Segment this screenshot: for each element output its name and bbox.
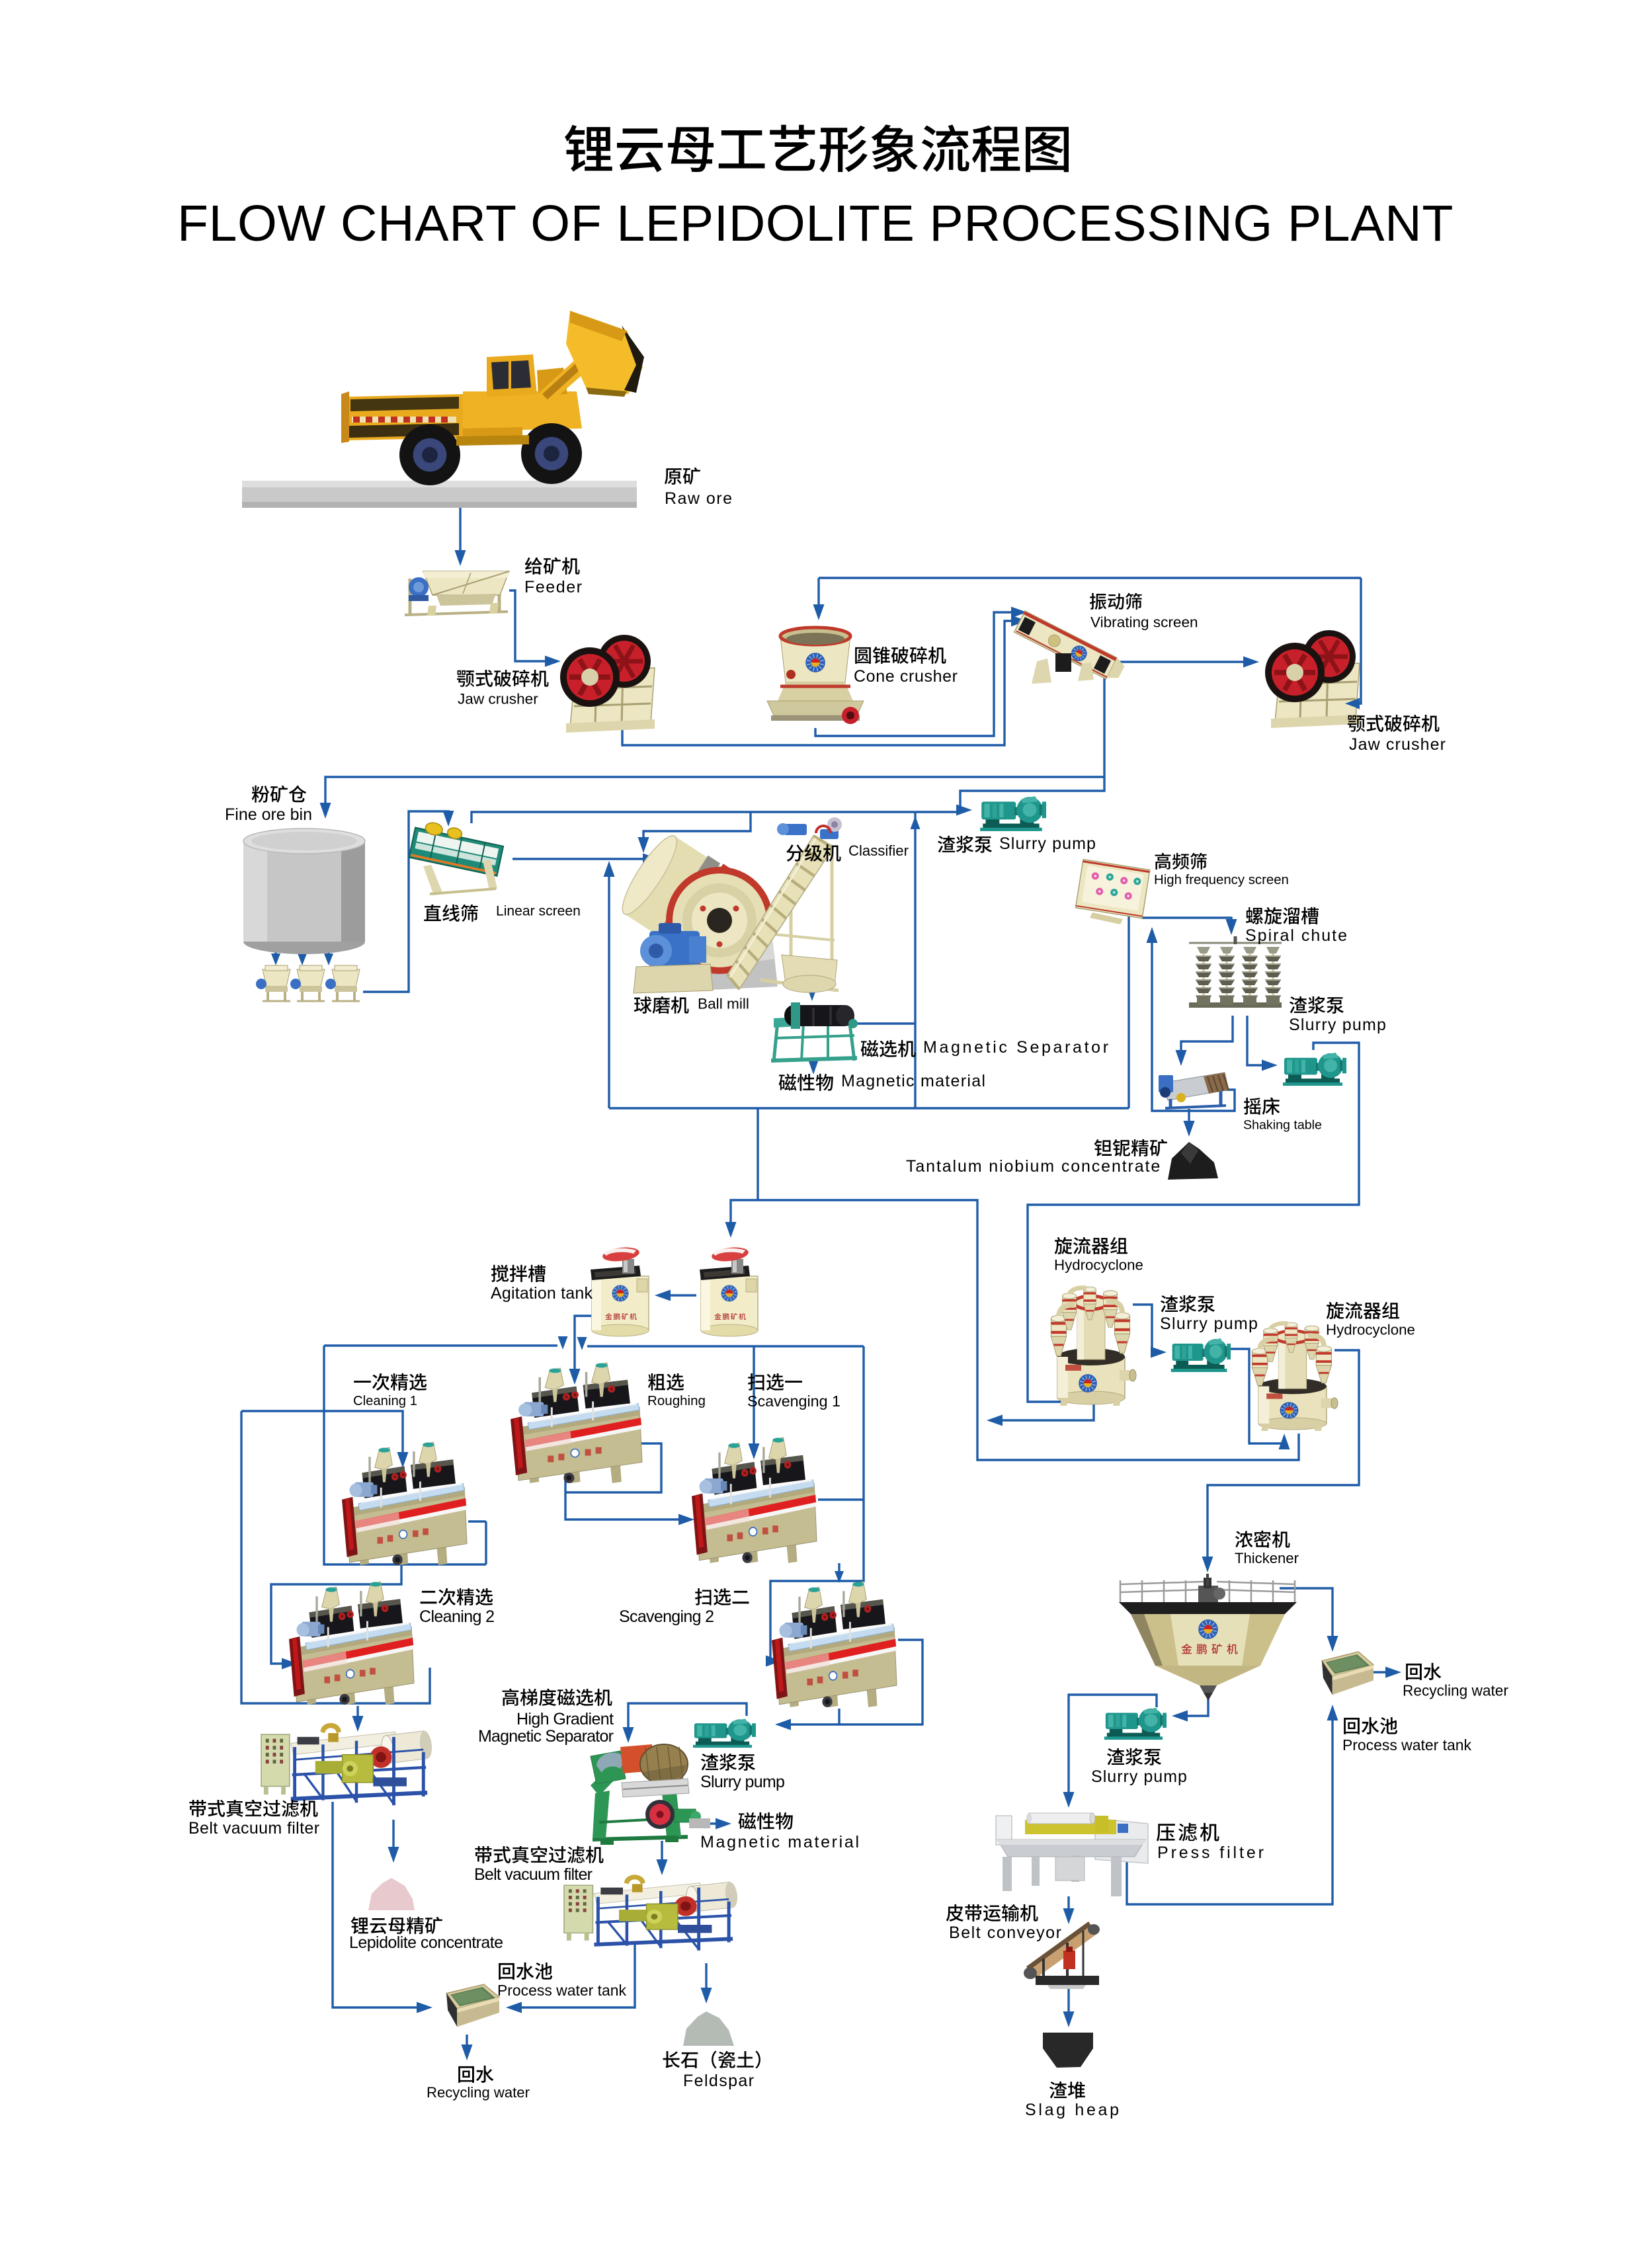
- svg-text:Jaw crusher: Jaw crusher: [1349, 735, 1446, 754]
- svg-text:Cleaning 2: Cleaning 2: [419, 1607, 494, 1626]
- svg-text:Agitation tank: Agitation tank: [491, 1284, 593, 1303]
- svg-text:Shaking table: Shaking table: [1243, 1118, 1322, 1133]
- svg-text:Slurry pump: Slurry pump: [1091, 1767, 1188, 1786]
- svg-text:Process water tank: Process water tank: [1342, 1736, 1471, 1754]
- svg-text:Hydrocyclone: Hydrocyclone: [1054, 1256, 1143, 1273]
- svg-text:Tantalum niobium concentrate: Tantalum niobium concentrate: [906, 1157, 1161, 1176]
- svg-text:Magnetic Separator: Magnetic Separator: [923, 1038, 1111, 1057]
- svg-text:Cone crusher: Cone crusher: [854, 667, 958, 686]
- svg-text:Slurry pump: Slurry pump: [1289, 1016, 1387, 1034]
- svg-text:Hydrocyclone: Hydrocyclone: [1326, 1321, 1415, 1338]
- svg-text:Magnetic material: Magnetic material: [700, 1833, 861, 1851]
- svg-text:Raw ore: Raw ore: [665, 489, 733, 508]
- svg-text:Magnetic Separator: Magnetic Separator: [478, 1727, 614, 1746]
- svg-text:FLOW CHART OF LEPIDOLITE PROCE: FLOW CHART OF LEPIDOLITE PROCESSING PLAN…: [177, 195, 1454, 252]
- svg-text:Press filter: Press filter: [1157, 1843, 1266, 1862]
- svg-text:Process water tank: Process water tank: [497, 1982, 626, 1999]
- svg-text:Feldspar: Feldspar: [683, 2072, 755, 2090]
- svg-text:Scavenging 2: Scavenging 2: [619, 1607, 714, 1626]
- svg-text:Cleaning 1: Cleaning 1: [353, 1394, 417, 1408]
- svg-text:Thickener: Thickener: [1235, 1550, 1299, 1566]
- svg-text:Recycling water: Recycling water: [1403, 1682, 1508, 1699]
- svg-text:Slurry pump: Slurry pump: [700, 1773, 784, 1791]
- svg-text:High Gradient: High Gradient: [516, 1710, 614, 1728]
- svg-text:Jaw crusher: Jaw crusher: [458, 691, 538, 708]
- svg-text:Lepidolite concentrate: Lepidolite concentrate: [349, 1933, 503, 1952]
- svg-text:Scavenging 1: Scavenging 1: [747, 1393, 840, 1410]
- svg-text:Vibrating screen: Vibrating screen: [1090, 614, 1198, 631]
- svg-text:Spiral chute: Spiral chute: [1245, 926, 1348, 945]
- svg-text:Feeder: Feeder: [524, 578, 583, 596]
- svg-text:Recycling water: Recycling water: [427, 2084, 530, 2101]
- svg-text:Classifier: Classifier: [848, 842, 909, 859]
- svg-text:Fine ore bin: Fine ore bin: [225, 805, 312, 824]
- svg-text:Magnetic material: Magnetic material: [841, 1072, 986, 1090]
- svg-text:Roughing: Roughing: [647, 1393, 706, 1408]
- svg-text:Belt vacuum filter: Belt vacuum filter: [188, 1819, 319, 1838]
- svg-text:Belt conveyor: Belt conveyor: [949, 1924, 1063, 1942]
- svg-text:Slurry pump: Slurry pump: [1160, 1315, 1258, 1333]
- svg-text:High frequency screen: High frequency screen: [1154, 873, 1289, 887]
- svg-text:Slurry pump: Slurry pump: [999, 834, 1096, 853]
- svg-text:Linear screen: Linear screen: [496, 904, 581, 919]
- svg-text:Ball mill: Ball mill: [698, 996, 749, 1012]
- svg-text:Belt vacuum filter: Belt vacuum filter: [474, 1865, 593, 1884]
- svg-text:Slag heap: Slag heap: [1025, 2101, 1122, 2119]
